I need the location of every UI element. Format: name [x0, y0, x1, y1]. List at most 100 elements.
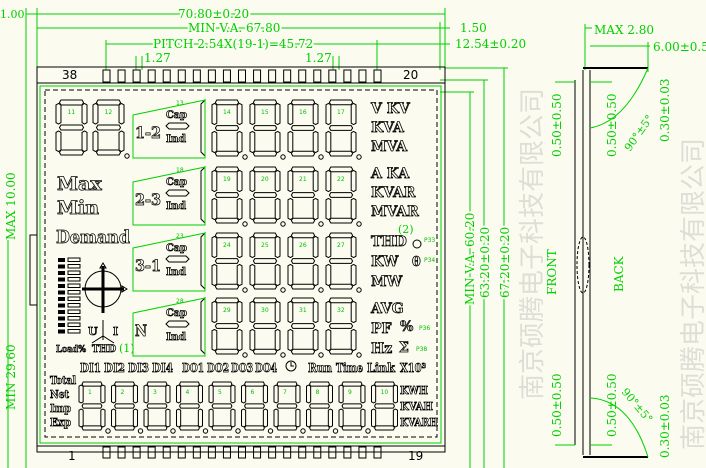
segment — [374, 425, 395, 431]
segment — [211, 197, 218, 221]
segment — [312, 263, 319, 287]
segment — [249, 130, 256, 154]
digit-number: 8 — [316, 389, 320, 396]
segment — [290, 192, 316, 198]
segment — [92, 102, 99, 125]
pin-top — [132, 69, 141, 83]
digit-number: 6 — [251, 389, 255, 396]
segment — [241, 408, 247, 428]
dim-front-bottom-tol: 0.50±0.50 — [550, 374, 564, 438]
segment — [325, 102, 332, 126]
segment — [290, 258, 316, 264]
segment — [338, 408, 344, 428]
pin-top — [328, 69, 337, 83]
digit-number: 7 — [283, 389, 287, 396]
segment — [371, 408, 377, 428]
segment — [312, 102, 319, 126]
digit-number: 12 — [105, 109, 113, 116]
unit-label: KVAR — [371, 185, 416, 201]
sign-number: 28 — [176, 298, 184, 305]
pin-bottom — [283, 446, 292, 459]
seven-segment-digit: 26 — [287, 232, 324, 293]
segment — [287, 197, 294, 221]
segment — [287, 102, 294, 126]
pin-top — [253, 69, 262, 83]
segment — [211, 263, 218, 287]
segment — [274, 235, 281, 259]
segment — [306, 384, 312, 404]
digit-number: 29 — [223, 307, 231, 314]
pin-top — [222, 69, 231, 83]
segment — [312, 235, 319, 259]
seven-segment-digit: 17 — [325, 99, 362, 160]
seven-segment-digit: 8 — [306, 381, 339, 434]
segment — [165, 408, 171, 428]
pin-top — [283, 69, 292, 83]
watermark-top: 南京硕腾电子科技有限公司 — [518, 88, 548, 400]
decimal-point — [356, 352, 362, 358]
unit-label: A KA — [370, 166, 410, 182]
segment — [350, 197, 357, 221]
segment — [328, 283, 354, 290]
segment — [211, 403, 233, 409]
segment — [306, 408, 312, 428]
row-frame — [132, 166, 206, 226]
pin-top — [207, 69, 216, 83]
segment — [328, 192, 354, 198]
dim-overall-width: 70.80±0.20 — [178, 7, 249, 21]
segment — [146, 425, 168, 431]
segment — [252, 150, 278, 157]
lcd-max: Max — [57, 173, 102, 195]
cap-label: Cap — [166, 110, 187, 121]
segment — [325, 300, 332, 324]
decimal-point — [242, 154, 248, 160]
digit-number: 5 — [218, 389, 222, 396]
dim-glass-height: 63.20±0.20 — [478, 227, 492, 298]
seven-segment-digit: 14 — [211, 99, 248, 160]
decimal-point — [318, 352, 324, 358]
pin-bottom — [358, 446, 367, 459]
segment — [236, 300, 243, 324]
segment — [81, 403, 103, 409]
segment — [208, 384, 214, 404]
status-label: DI3 — [128, 361, 149, 375]
code-p34: P34 — [424, 257, 435, 264]
decimal-point — [300, 428, 306, 434]
segment — [274, 102, 281, 126]
cap-label: Cap — [166, 177, 187, 188]
segment — [274, 328, 281, 352]
decimal-point — [242, 287, 248, 293]
segment — [309, 381, 330, 387]
status-label: X10³ — [400, 361, 426, 375]
segment — [274, 130, 281, 154]
segment — [312, 169, 319, 193]
unit-label: Hz — [371, 341, 392, 357]
digit-number: 2 — [121, 389, 125, 396]
digit-number: 1 — [88, 389, 92, 396]
unit-label: AVG — [370, 301, 404, 317]
segment — [146, 381, 168, 387]
segment — [325, 263, 332, 287]
segment — [236, 263, 243, 287]
dim-left-offset: 1.00 — [0, 8, 25, 21]
segment — [350, 102, 357, 126]
segment — [78, 384, 84, 404]
cap-ind-arrow — [165, 255, 190, 263]
pin-bottom — [253, 446, 262, 459]
segment — [214, 232, 240, 239]
status-label: DO1 — [182, 361, 204, 375]
segment — [328, 323, 354, 329]
segment — [214, 297, 240, 304]
segment — [328, 125, 354, 131]
pin-bottom — [162, 446, 171, 459]
segment — [244, 381, 265, 387]
dim-bottom-pin-thick: 0.30±0.03 — [658, 395, 672, 459]
segment — [230, 408, 236, 428]
segment — [211, 328, 218, 352]
pin-bottom — [373, 446, 382, 459]
seven-segment-digit: 20 — [249, 166, 286, 227]
segment — [374, 381, 395, 387]
segment — [290, 125, 316, 131]
